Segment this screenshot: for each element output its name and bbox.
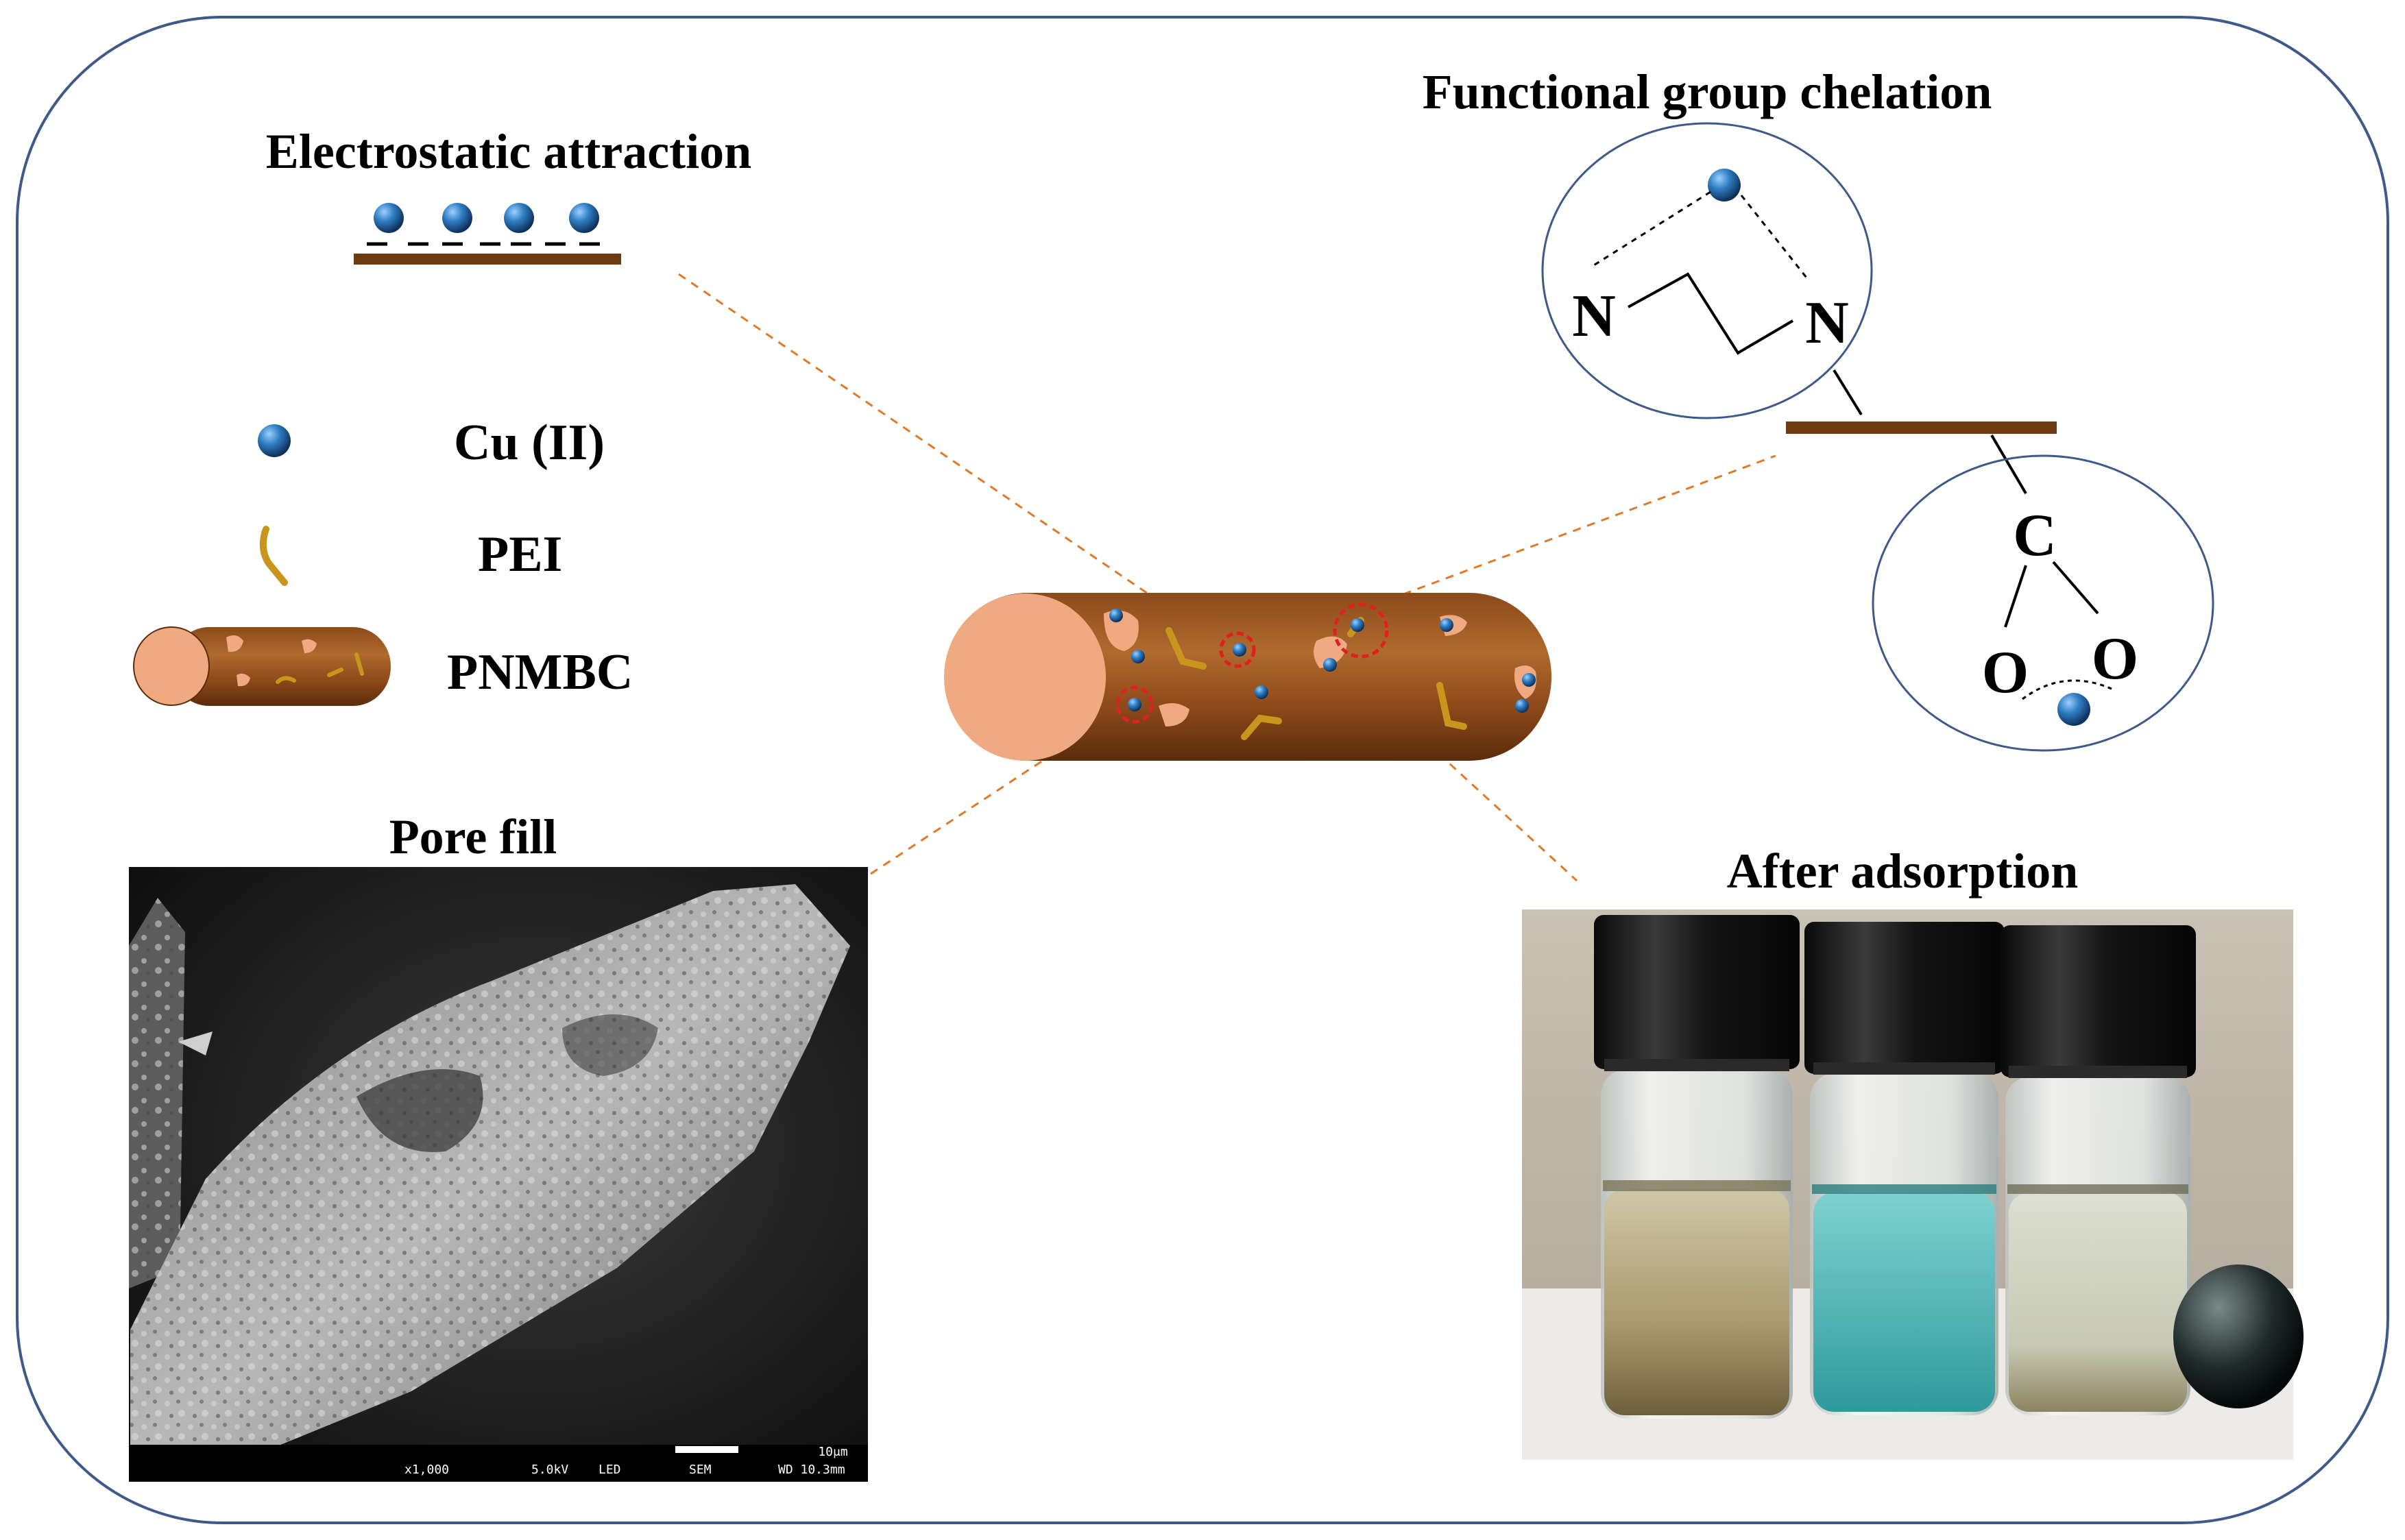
- vial-left: [1594, 915, 1800, 1419]
- cu-ion-icon: [569, 203, 599, 233]
- chelation-surface: [1786, 421, 2057, 434]
- leader-chelation: [1360, 454, 1776, 611]
- cu-ion-icon: [1128, 698, 1141, 711]
- vial-photo: [1522, 909, 2304, 1460]
- chelation-title: Functional group chelation: [1423, 64, 1992, 119]
- pore-fill-title: Pore fill: [389, 809, 557, 864]
- sem-scale-label: 10μm: [818, 1445, 847, 1459]
- legend-pnmbc-label: PNMBC: [447, 644, 633, 700]
- after-adsorption-panel: After adsorption: [1522, 844, 2304, 1460]
- highlight-electrostatic: [1219, 631, 1256, 668]
- legend: Cu (II) PEI PNMBC: [133, 415, 633, 706]
- cu-ion-icon: [1233, 643, 1246, 657]
- carboxyl-circle: [1872, 454, 2214, 752]
- vial-right: [2001, 925, 2196, 1415]
- leader-electrostatic: [678, 273, 1228, 649]
- cu-ion-icon: [258, 424, 291, 457]
- vial-middle: [1804, 922, 2005, 1415]
- cu-ion-icon: [1522, 673, 1536, 687]
- sem-detector: LED: [599, 1463, 621, 1477]
- central-biochar-rod: [944, 593, 1551, 761]
- chelation-panel: Functional group chelation N N C O O: [1423, 64, 2214, 752]
- sem-magnification: x1,000: [404, 1463, 449, 1477]
- pore-fill-panel: Pore fill 10μm x1,000 5.0kV LED SEM WD 1…: [129, 809, 868, 1482]
- after-adsorption-title: After adsorption: [1727, 844, 2079, 899]
- cu-ion-icon: [1708, 169, 1741, 201]
- sem-voltage: 5.0kV: [531, 1463, 568, 1477]
- legend-cu-label: Cu (II): [454, 415, 605, 471]
- biochar-rod-icon: [133, 626, 391, 706]
- highlight-pore-fill: [1115, 685, 1154, 724]
- sem-wd: WD 10.3mm: [778, 1463, 845, 1477]
- amine-circle: [1541, 122, 1873, 419]
- sem-scale-bar: [675, 1446, 738, 1453]
- cu-ion-icon: [1515, 699, 1529, 713]
- electrostatic-panel: Electrostatic attraction: [266, 124, 751, 265]
- sem-micrograph: 10μm x1,000 5.0kV LED SEM WD 10.3mm: [129, 867, 868, 1482]
- carboxyl-o-left: O: [1982, 639, 2029, 706]
- legend-pei-label: PEI: [478, 526, 562, 583]
- cu-ion-icon: [1109, 609, 1123, 622]
- cu-ion-icon: [442, 203, 472, 233]
- electrostatic-title: Electrostatic attraction: [266, 124, 751, 179]
- cu-ion-icon: [1440, 618, 1453, 632]
- cu-ion-icon: [1323, 658, 1337, 672]
- amine-n-right: N: [1805, 290, 1849, 356]
- amine-n-left: N: [1572, 283, 1616, 350]
- magnetic-sphere: [2173, 1264, 2304, 1408]
- adsorbent-surface: [354, 254, 621, 265]
- cu-ion-icon: [2057, 693, 2090, 726]
- cu-ion-icon: [1351, 618, 1364, 632]
- sem-mode: SEM: [689, 1463, 712, 1477]
- cu-ion-icon: [1131, 650, 1145, 663]
- carboxyl-c: C: [2013, 502, 2057, 569]
- pei-chain-icon: [259, 526, 288, 586]
- cu-ion-icon: [1255, 685, 1268, 699]
- cu-ion-icon: [374, 203, 404, 233]
- rod-cross-section: [944, 594, 1106, 761]
- cu-ion-icon: [504, 203, 534, 233]
- carboxyl-o-right: O: [2092, 626, 2138, 692]
- highlight-chelation: [1333, 602, 1389, 659]
